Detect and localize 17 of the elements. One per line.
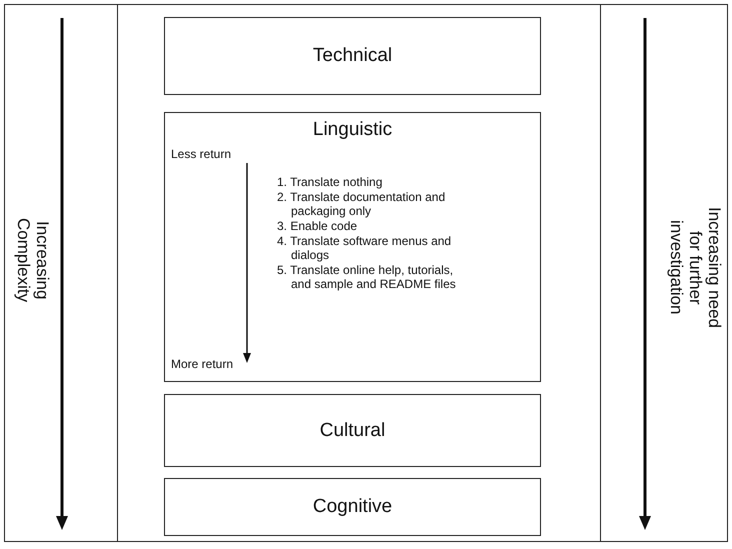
side-label: Increasing Complexity	[13, 216, 52, 304]
box-title: Linguistic	[312, 119, 394, 141]
scale-label: More return	[171, 357, 234, 371]
box-title: Technical	[312, 45, 394, 67]
list-item: 3. Enable code	[277, 219, 358, 233]
layer-box	[164, 112, 541, 382]
scale-label: Less return	[171, 147, 232, 161]
list-item: 5. Translate online help, tutorials, and sample and README files	[277, 263, 457, 291]
layer-box	[164, 394, 541, 467]
list-item: 1. Translate nothing	[277, 175, 384, 189]
layer-box	[164, 17, 541, 95]
box-title: Cognitive	[312, 496, 394, 518]
side-label: Increasing need for further investigation	[666, 206, 724, 330]
list-item: 4. Translate software menus and dialogs	[277, 234, 452, 262]
box-title: Cultural	[318, 420, 386, 442]
layer-box	[164, 478, 541, 536]
list-item: 2. Translate documentation and packaging only	[277, 190, 446, 218]
